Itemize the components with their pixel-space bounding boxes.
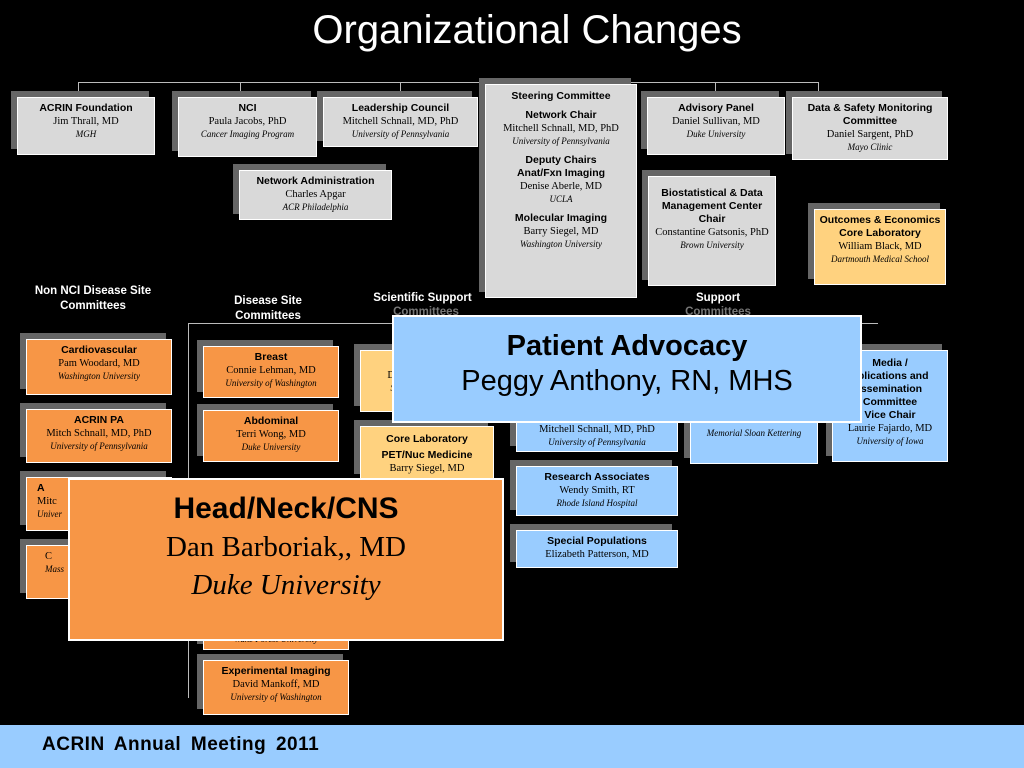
- biostat-box: Biostatistical & Data Management Center …: [648, 176, 776, 286]
- core-laboratory-box: Core Laboratory PET/Nuc Medicine Barry S…: [360, 426, 494, 480]
- outcomes-box: Outcomes & Economics Core Laboratory Wil…: [814, 209, 946, 285]
- special-populations-box: Special Populations Elizabeth Patterson,…: [516, 530, 678, 568]
- connector-drop-5: [818, 82, 819, 98]
- slide-title: Organizational Changes: [312, 8, 742, 52]
- head-neck-name: Dan Barboriak,, MD: [165, 531, 406, 563]
- connector-drop-1: [78, 82, 79, 98]
- head-neck-title: Head/Neck/CNS: [173, 492, 399, 525]
- connector-top: [78, 82, 818, 83]
- footer-text: ACRIN Annual Meeting 2011: [42, 734, 320, 755]
- head-neck-org: Duke University: [191, 569, 381, 601]
- disease-site-item: Breast Connie Lehman, MD University of W…: [203, 346, 339, 398]
- disease-site-item: Experimental Imaging David Mankoff, MD U…: [203, 660, 349, 715]
- connector-drop-2: [240, 82, 241, 98]
- nci-box: NCI Paula Jacobs, PhD Cancer Imaging Pro…: [178, 97, 317, 157]
- disease-site-item: Abdominal Terri Wong, MD Duke University: [203, 410, 339, 462]
- dsmc-box: Data & Safety Monitoring Committee Danie…: [792, 97, 948, 160]
- head-neck-cns-callout: Head/Neck/CNS Dan Barboriak,, MD Duke Un…: [68, 478, 504, 641]
- non-nci-item: Cardiovascular Pam Woodard, MD Washingto…: [26, 339, 172, 395]
- advisory-panel-box: Advisory Panel Daniel Sullivan, MD Duke …: [647, 97, 785, 155]
- acrin-foundation-box: ACRIN Foundation Jim Thrall, MD MGH: [17, 97, 155, 155]
- research-associates-box: Research Associates Wendy Smith, RT Rhod…: [516, 466, 678, 516]
- non-nci-label: Non NCI Disease Site Committees: [34, 285, 152, 312]
- connector-drop-4: [715, 82, 716, 98]
- steering-committee-box: Steering Committee Network Chair Mitchel…: [485, 84, 637, 298]
- patient-advocacy-name: Peggy Anthony, RN, MHS: [461, 365, 793, 397]
- disease-site-label: Disease Site Committees: [234, 295, 302, 322]
- support-label: Support: [695, 292, 741, 304]
- patient-advocacy-callout: Patient Advocacy Peggy Anthony, RN, MHS: [392, 315, 862, 423]
- leadership-council-box: Leadership Council Mitchell Schnall, MD,…: [323, 97, 478, 147]
- footer-bar: ACRIN Annual Meeting 2011: [0, 725, 1024, 768]
- patient-advocacy-title: Patient Advocacy: [506, 330, 748, 362]
- network-administration-box: Network Administration Charles Apgar ACR…: [239, 170, 392, 220]
- connector-drop-3: [400, 82, 401, 98]
- non-nci-item: ACRIN PA Mitch Schnall, MD, PhD Universi…: [26, 409, 172, 463]
- scientific-support-label: Scientific Support: [373, 292, 472, 304]
